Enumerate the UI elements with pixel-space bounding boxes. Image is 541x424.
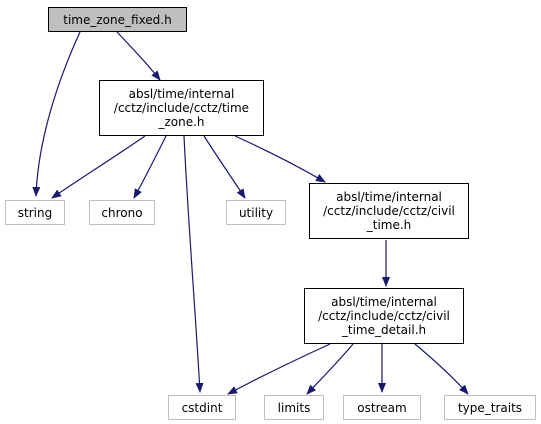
edge-time-zone-to-string [51, 135, 146, 199]
edge-time-zone-fixed-to-time-zone [116, 31, 161, 81]
node-label: _time.h [366, 218, 412, 232]
node-label: string [17, 205, 53, 220]
edge-civil-time-detail-to-cstdint [227, 343, 331, 395]
edge-civil-time-detail-to-limits [306, 343, 354, 395]
edge-time-zone-to-chrono [133, 135, 167, 199]
node-label: absl/time/internal [331, 295, 437, 309]
node-label: absl/time/internal [128, 87, 235, 101]
edge-civil-time-detail-to-type-traits [414, 343, 469, 395]
node-label: _time_detail.h [341, 323, 427, 337]
node-label: /cctz/include/cctz/civil [323, 204, 455, 218]
node-label: /cctz/include/cctz/time [113, 101, 250, 115]
edge-time-zone-to-civil-time [234, 135, 326, 183]
node-type-traits[interactable]: type_traits [444, 395, 536, 420]
node-cstdint[interactable]: cstdint [168, 395, 236, 420]
node-label: /cctz/include/cctz/civil [318, 309, 450, 323]
node-string[interactable]: string [5, 200, 65, 225]
node-label: chrono [101, 205, 143, 220]
node-label: time_zone_fixed.h [63, 12, 172, 27]
node-label: limits [277, 400, 311, 415]
node-ostream[interactable]: ostream [343, 395, 421, 420]
node-civil-time-detail-h[interactable]: absl/time/internal /cctz/include/cctz/ci… [304, 288, 464, 344]
node-label: utility [238, 205, 274, 220]
node-label: _zone.h [158, 115, 205, 129]
edge-time-zone-to-utility [203, 135, 246, 199]
node-limits[interactable]: limits [264, 395, 324, 420]
node-chrono[interactable]: chrono [89, 200, 155, 225]
node-label: type_traits [457, 400, 523, 415]
node-utility[interactable]: utility [226, 200, 286, 225]
edge-time-zone-fixed-to-string [32, 31, 81, 197]
node-civil-time-h[interactable]: absl/time/internal /cctz/include/cctz/ci… [309, 183, 469, 239]
edge-time-zone-to-cstdint [183, 135, 204, 393]
node-label: ostream [357, 400, 407, 415]
node-time-zone-h[interactable]: absl/time/internal /cctz/include/cctz/ti… [99, 80, 264, 136]
node-label: cstdint [181, 400, 223, 415]
node-time-zone-fixed-h[interactable]: time_zone_fixed.h [48, 7, 187, 32]
node-label: absl/time/internal [336, 190, 442, 204]
